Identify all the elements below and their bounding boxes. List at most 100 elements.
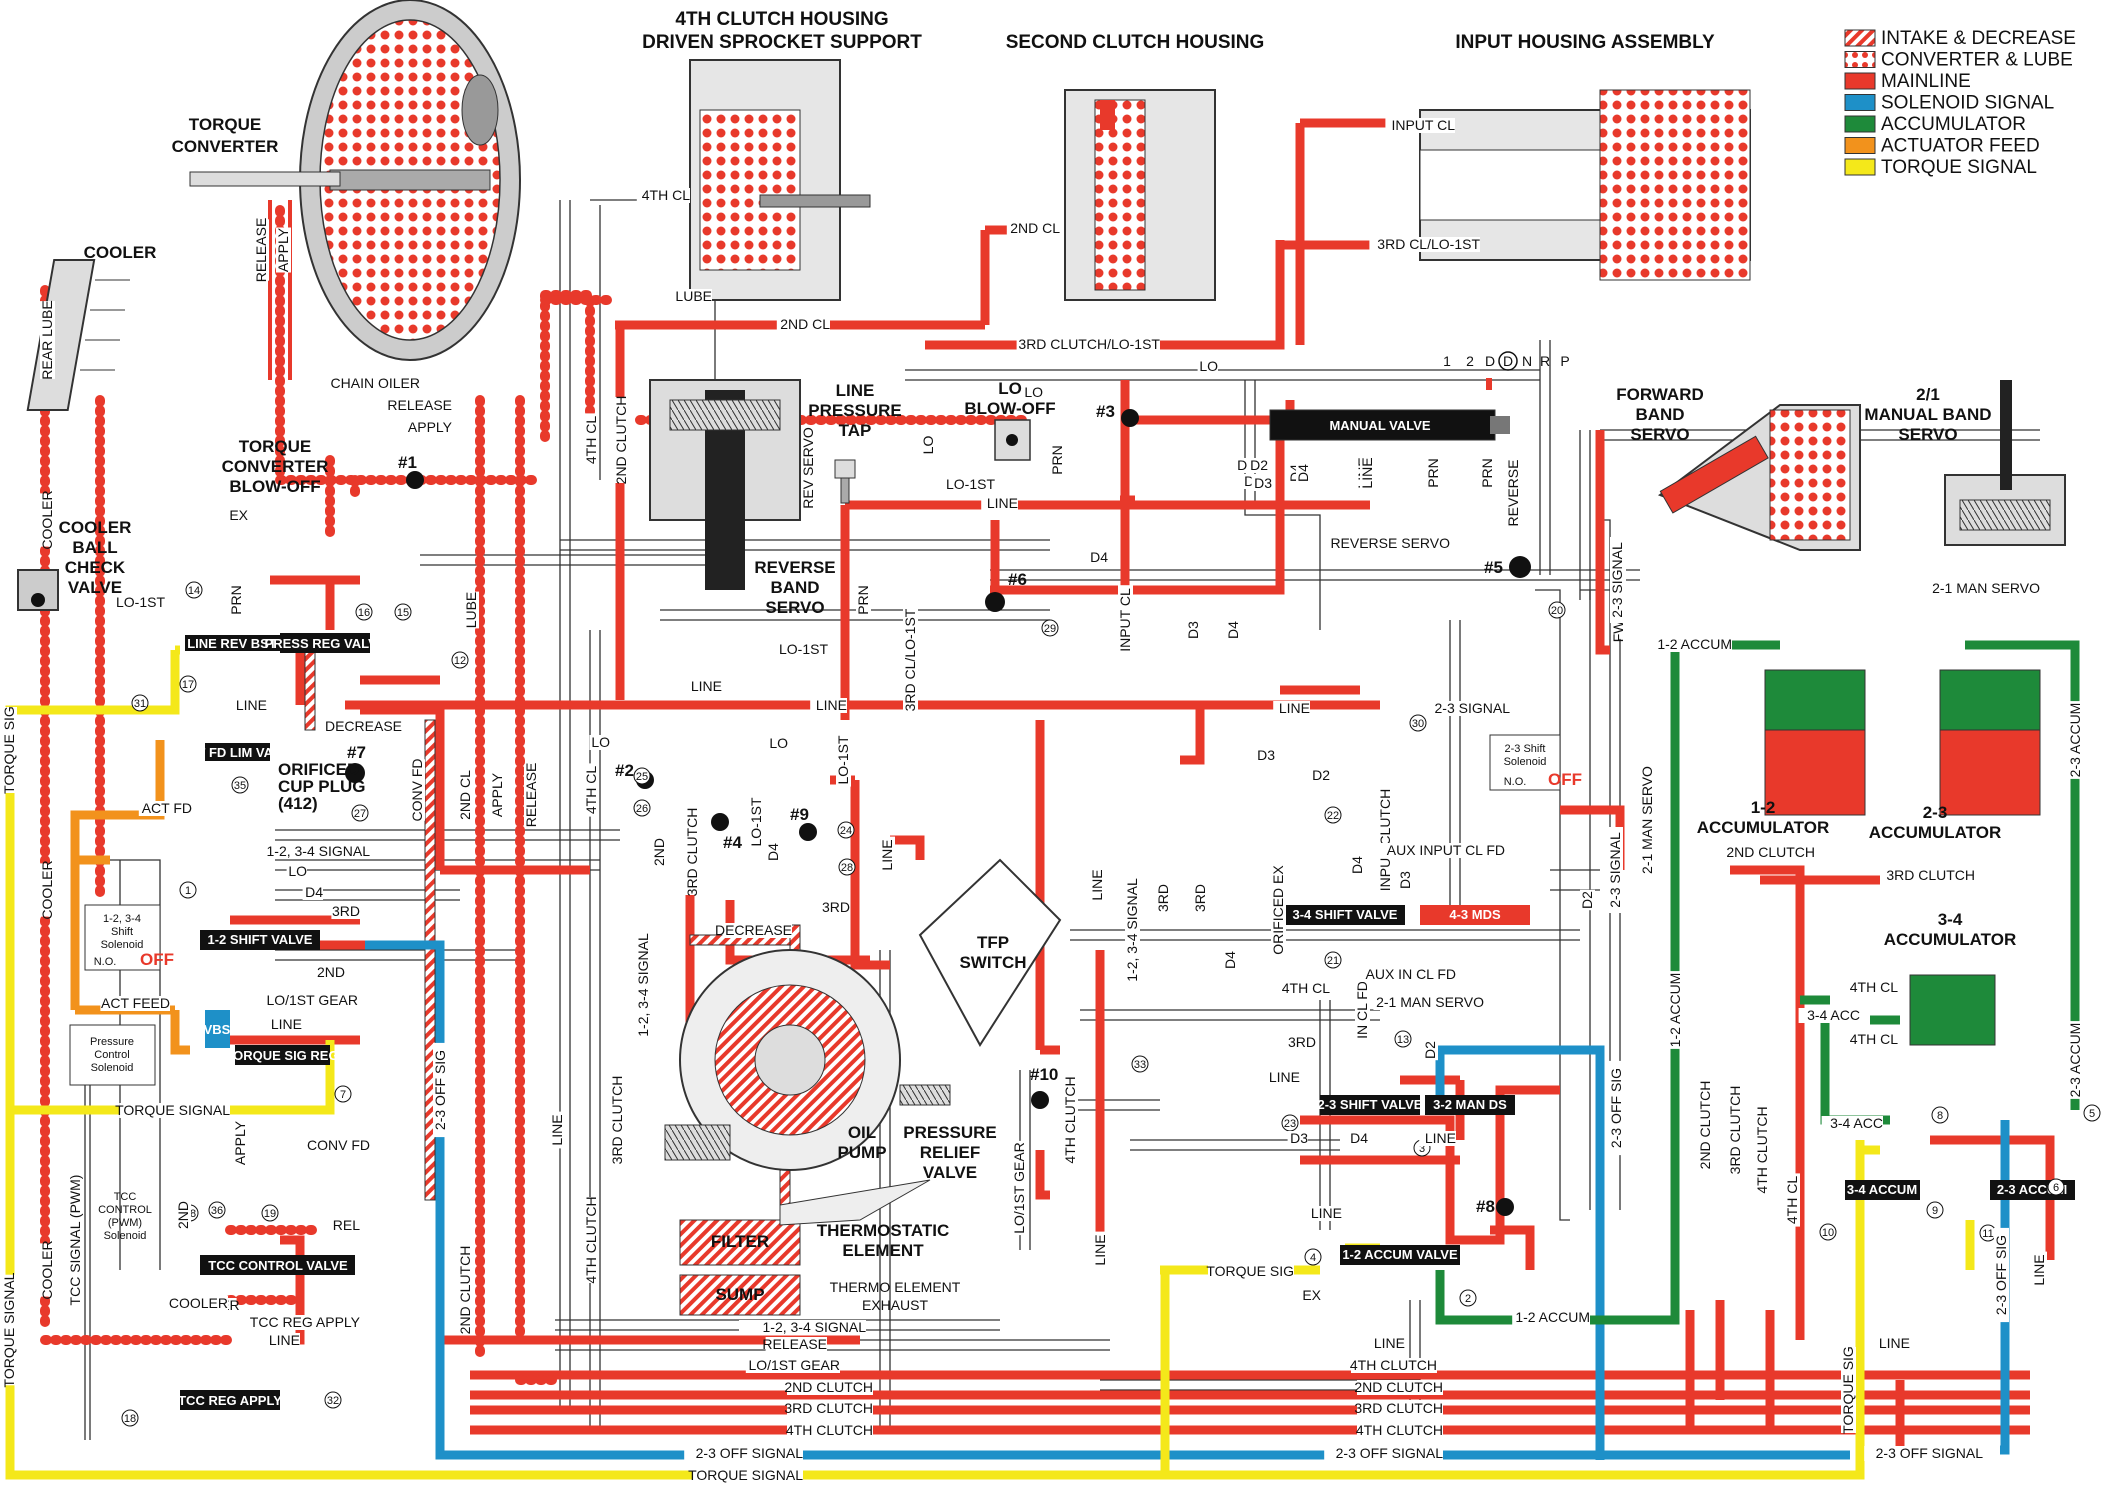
line-label-line-v2: LINE bbox=[879, 839, 895, 870]
line-label-line-tcc: LINE bbox=[269, 1332, 300, 1348]
line-label-bg-d3-r bbox=[1254, 748, 1275, 763]
line-label-prn-v: PRN bbox=[1049, 445, 1065, 475]
orifice-circle-2 bbox=[1459, 1289, 1477, 1307]
line-label-lo-mid2: LO bbox=[591, 734, 610, 750]
line-label-bg-signal-23-v bbox=[1608, 827, 1623, 913]
line-label-acc-34: 3-4 ACC bbox=[1807, 1007, 1860, 1023]
line-label-bg-sig-1234-r bbox=[1125, 866, 1140, 994]
line-label-bg-conv-fd-v bbox=[410, 759, 425, 821]
line-label-d2-r2: D2 bbox=[1579, 891, 1595, 909]
manual-band-servo bbox=[1944, 380, 2066, 546]
orifice-number-17: 17 bbox=[182, 679, 194, 691]
line-label-bg-decrease bbox=[332, 719, 402, 734]
orifice-circle-35 bbox=[231, 776, 249, 794]
accum-12-valve-label: 1-2 ACCUM VALVE bbox=[1342, 1247, 1458, 1262]
line-label-bg-fourth-cl-v2 bbox=[584, 763, 599, 817]
line-label-accum-23-v: 2-3 ACCUM bbox=[2067, 703, 2083, 778]
line-label-fourth-cl-v2: 4TH CL bbox=[583, 766, 599, 814]
line-label-bg-third-cl-lo1st-v bbox=[903, 604, 918, 716]
line-label-line-acc: LINE bbox=[1311, 1205, 1342, 1221]
sol-1234-state: OFF bbox=[140, 950, 174, 969]
tcc-control-label: TCC CONTROL VALVE bbox=[208, 1258, 348, 1273]
line-label-bg-torque-sig-v bbox=[2, 707, 17, 793]
line-label-bg-lo-left bbox=[286, 864, 307, 879]
line-label-d2-gear: D2 bbox=[1250, 457, 1268, 473]
sol-23-no: N.O. bbox=[1504, 776, 1527, 788]
line-label-bg-fourth-cl-r bbox=[1276, 981, 1330, 996]
line-label-bg-second-clutch-v bbox=[614, 397, 629, 483]
line-label-conv-fd: CONV FD bbox=[307, 1137, 370, 1153]
line-label-release-v: RELEASE bbox=[253, 218, 269, 283]
line-label-bg-fourth-cl-v bbox=[584, 413, 599, 467]
line-label-second-clutch-bottom: 2ND CLUTCH bbox=[784, 1379, 873, 1395]
line-label-bg-reverse-mv bbox=[1506, 462, 1521, 524]
label-pressure-relief-1: PRESSURE bbox=[903, 1123, 997, 1142]
line-label-third-clutch-bottom: 3RD CLUTCH bbox=[784, 1400, 873, 1416]
line-label-third-clutch-bottom-r: 3RD CLUTCH bbox=[1354, 1400, 1443, 1416]
label-thermo-exhaust-2: EXHAUST bbox=[862, 1297, 929, 1313]
line-label-second-clutch-v: 2ND CLUTCH bbox=[613, 396, 629, 485]
line-label-input-clutch-v: INPUT CLUTCH bbox=[1377, 789, 1393, 891]
line-label-off-signal-23-rr: 2-3 OFF SIGNAL bbox=[1876, 1445, 1984, 1461]
sol-pc-3: Solenoid bbox=[91, 1062, 134, 1074]
solenoid-labels: 2-3 Shift Solenoid N.O. OFF 1-2, 3-4 Shi… bbox=[69, 734, 1582, 1242]
orifice-circle-19 bbox=[261, 1204, 279, 1222]
line-label-torque-signal-bottom: TORQUE SIGNAL bbox=[688, 1467, 803, 1483]
label-accum12-1: 1-2 bbox=[1751, 798, 1776, 817]
line-label-bg-accum-23-v bbox=[2068, 701, 2083, 779]
line-label-bg-lo-top bbox=[1197, 359, 1218, 374]
label-thermostatic-1: THERMOSTATIC bbox=[817, 1221, 950, 1240]
sol-1234-no: N.O. bbox=[94, 956, 117, 968]
line-label-accum-23-v2: 2-3 ACCUM bbox=[2067, 1023, 2083, 1098]
line-label-bg-d2-r2 bbox=[1580, 889, 1595, 911]
line-label-bg-prn-v bbox=[1050, 445, 1065, 475]
line-label-bg-d4-r bbox=[1350, 854, 1365, 876]
checkball-1: #1 bbox=[398, 453, 417, 472]
line-label-lo1st-gear-v: LO/1ST GEAR bbox=[1011, 1142, 1027, 1234]
orifice-circle-4 bbox=[1304, 1248, 1322, 1266]
line-label-bg-apply-tcc bbox=[233, 1120, 248, 1166]
line-label-third-clutch-lo1st: 3RD CLUTCH/LO-1ST bbox=[1018, 336, 1160, 352]
line-label-bg-sig-1234 bbox=[243, 844, 370, 859]
line-label-off-sig-23-rr: 2-3 OFF SIG bbox=[1993, 1235, 2009, 1315]
line-label-apply-tcc: APPLY bbox=[232, 1120, 248, 1165]
line-label-bg-fourth-cl-top bbox=[636, 188, 690, 203]
line-label-fourth-clutch-bottom-r: 4TH CLUTCH bbox=[1350, 1357, 1437, 1373]
line-label-second-v: 2ND bbox=[651, 838, 667, 866]
label-cooler-check-3: CHECK bbox=[65, 558, 126, 577]
line-label-bg-torque-sig-h bbox=[1208, 1264, 1294, 1279]
line-label-bg-third-rd-h bbox=[1287, 1035, 1316, 1050]
label-fwd-band-servo-3: SERVO bbox=[1630, 425, 1689, 444]
line-label-bg-fourth-clutch-bottom bbox=[787, 1423, 873, 1438]
line-label-bg-orificed-ex bbox=[1271, 862, 1286, 958]
line-label-line-bottom-r: LINE bbox=[1374, 1335, 1405, 1351]
line-label-bg-rev-servo bbox=[801, 429, 816, 507]
line-label-bg-line-v3 bbox=[1093, 1231, 1108, 1269]
line-label-fourth-cl-r: 4TH CL bbox=[1282, 980, 1330, 996]
line-label-bg-second-cl-v bbox=[458, 768, 473, 822]
line-label-lo-mid: LO bbox=[769, 735, 788, 751]
line-label-bg-third-clutch-v2 bbox=[610, 1077, 625, 1163]
line-label-bg-second-tcc bbox=[176, 1200, 191, 1230]
orifice-circle-25 bbox=[633, 767, 651, 785]
line-label-bg-lo1st-gear-bottom bbox=[745, 1358, 840, 1373]
line-label-bg-off-signal-23-bottom bbox=[684, 1446, 803, 1461]
label-fwd-band-servo-2: BAND bbox=[1635, 405, 1684, 424]
line-label-d4-top: D4 bbox=[1090, 549, 1108, 565]
line-label-line-top: LINE bbox=[987, 495, 1018, 511]
pressure-relief-valve bbox=[899, 1084, 951, 1106]
line-label-bg-apply-h bbox=[407, 420, 452, 435]
line-label-rel: REL bbox=[333, 1217, 360, 1233]
line-label-line-r-v: LINE bbox=[1089, 869, 1105, 900]
line-label-release-bottom: RELEASE bbox=[762, 1336, 827, 1352]
line-label-fourth-cl-top: 4TH CL bbox=[642, 187, 690, 203]
forward-band-servo bbox=[1657, 404, 1861, 551]
line-label-line-right-mid: LINE bbox=[1279, 700, 1310, 716]
line-label-off-signal-23-bottom: 2-3 OFF SIGNAL bbox=[696, 1445, 804, 1461]
line-label-second-left: 2ND bbox=[317, 964, 345, 980]
line-label-lo-top: LO bbox=[1199, 358, 1218, 374]
line-label-bg-conv-fd bbox=[308, 1138, 370, 1153]
checkball-labels: #1#2#3#4#5#6#7#8#9#10 bbox=[347, 402, 1503, 1216]
orifice-number-5: 5 bbox=[2089, 1108, 2095, 1120]
line-label-bg-line-a bbox=[230, 698, 267, 713]
